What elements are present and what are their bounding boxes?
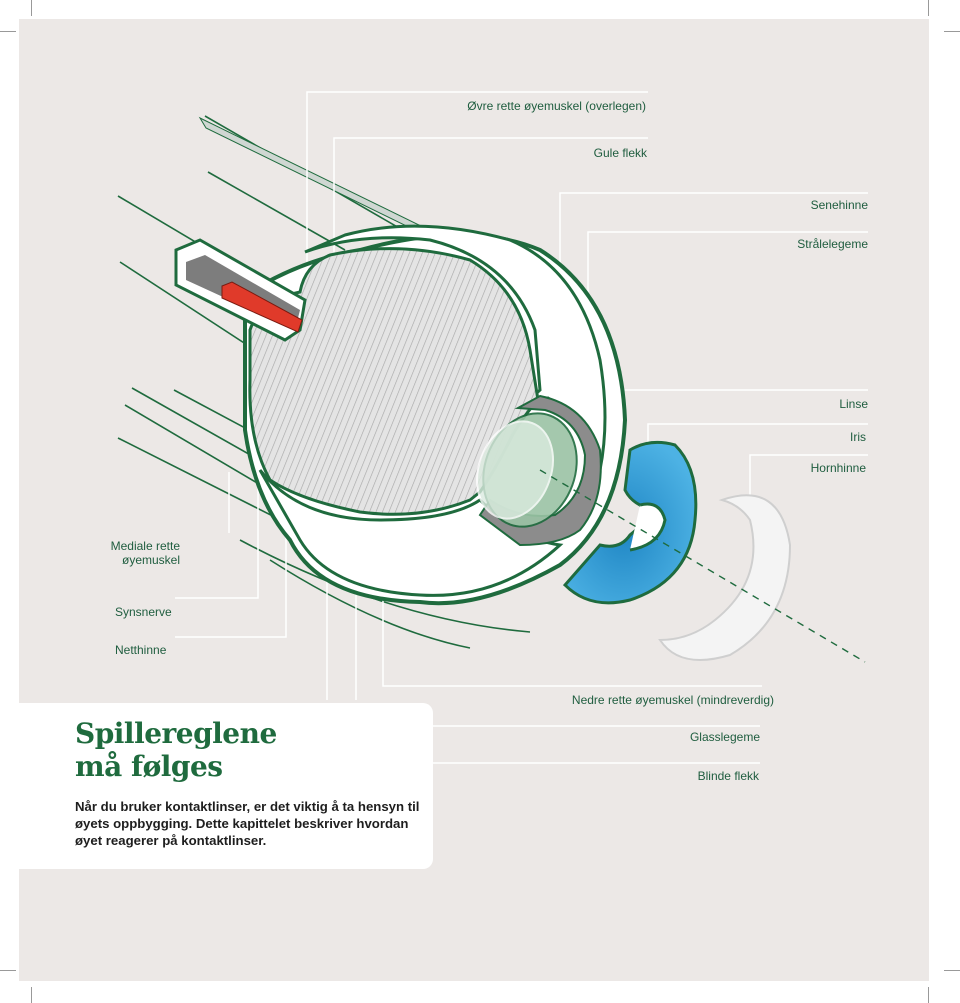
label-synsnerve: Synsnerve <box>115 605 172 619</box>
label-hornhinne: Hornhinne <box>810 461 866 475</box>
iris-illustration <box>562 440 698 605</box>
crop-mark <box>31 0 32 16</box>
label-stralelegeme: Strålelegeme <box>797 237 868 251</box>
cornea-illustration <box>658 494 792 661</box>
label-linse: Linse <box>839 397 868 411</box>
intro-card: Spillereglene må følges Når du bruker ko… <box>19 703 433 869</box>
card-title-line2: må følges <box>75 750 223 783</box>
label-ovre-rette-oyemuskel: Øvre rette øyemuskel (overlegen) <box>467 99 646 113</box>
crop-mark <box>928 987 929 1003</box>
label-mediale-line1: Mediale rette <box>110 539 180 553</box>
label-iris: Iris <box>850 430 866 444</box>
label-leader-lines <box>175 91 868 764</box>
card-title: Spillereglene må følges <box>75 717 277 783</box>
card-title-line1: Spillereglene <box>75 717 277 750</box>
card-body-text: Når du bruker kontaktlinser, er det vikt… <box>75 799 420 848</box>
label-mediale-rette-oyemuskel: Mediale rette øyemuskel <box>111 539 180 567</box>
crop-mark <box>944 970 960 971</box>
eyeball <box>243 224 628 606</box>
label-glasslegeme: Glasslegeme <box>689 730 760 744</box>
crop-mark <box>0 970 16 971</box>
label-senehinne: Senehinne <box>810 198 868 212</box>
label-blinde-flekk: Blinde flekk <box>697 769 759 783</box>
crop-mark <box>944 31 960 32</box>
label-gule-flekk: Gule flekk <box>593 146 647 160</box>
crop-mark <box>928 0 929 16</box>
label-nedre-rette-oyemuskel: Nedre rette øyemuskel (mindreverdig) <box>571 693 774 707</box>
visual-axis-line <box>539 469 866 663</box>
crop-mark <box>0 31 16 32</box>
optic-nerve <box>174 238 307 342</box>
label-mediale-line2: øyemuskel <box>121 553 180 567</box>
crop-mark <box>31 987 32 1003</box>
label-netthinne: Netthinne <box>115 643 167 657</box>
